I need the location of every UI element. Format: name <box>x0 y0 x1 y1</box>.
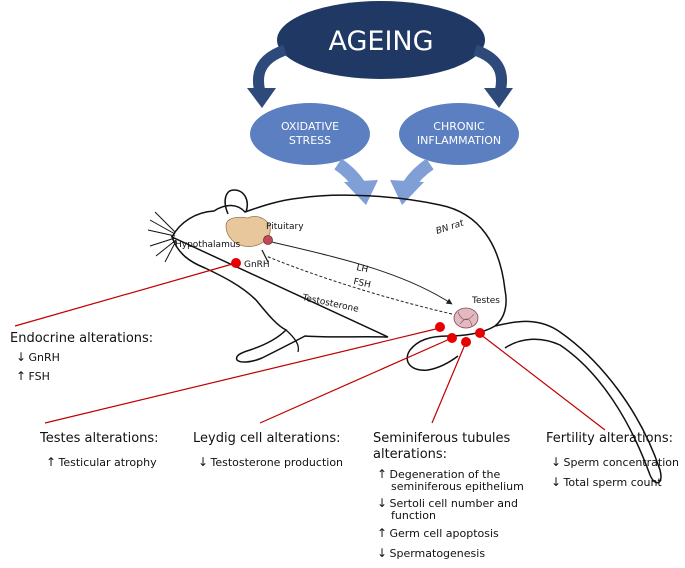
leydig-item-1: ↓ Testosterone production <box>198 455 343 469</box>
rat-ear <box>224 189 248 215</box>
ageing-arrowhead-left <box>247 88 276 108</box>
stress-arrowhead-right <box>390 180 424 205</box>
up-arrow-icon: ↑ <box>377 467 388 481</box>
chronic-inflammation-ellipse <box>399 103 519 165</box>
ageing-arrow-left <box>253 44 288 94</box>
oxidative-stress-ellipse <box>250 103 370 165</box>
endocrine-item-text: FSH <box>28 370 50 383</box>
seminiferous-item-1-cont: seminiferous epithelium <box>391 480 524 493</box>
testes-item-1: ↑ Testicular atrophy <box>46 455 157 469</box>
seminiferous-item-text: Degeneration of the <box>389 468 501 481</box>
seminiferous-title-line2: alterations: <box>373 447 448 462</box>
marker-dot-fertility <box>475 328 485 338</box>
fertility-item-text: Sperm concentration <box>563 456 679 469</box>
oxidative-line2: STRESS <box>289 134 331 147</box>
pituitary-label: Pituitary <box>266 222 304 232</box>
down-arrow-icon: ↓ <box>16 350 27 364</box>
rat-body-outline <box>170 194 662 484</box>
testosterone-label: Testosterone <box>300 293 359 315</box>
marker-dot-seminiferous <box>461 337 471 347</box>
leader-testes <box>44 327 441 424</box>
lh-label: LH <box>355 263 369 275</box>
fertility-title: Fertility alterations: <box>546 431 674 446</box>
leader-lines <box>14 262 606 431</box>
fertility-item-2: ↓ Total sperm count <box>551 475 662 489</box>
hypothalamus-label: Hypothalamus <box>175 240 241 250</box>
seminiferous-item-4: ↓ Spermatogenesis <box>377 546 485 560</box>
endocrine-item-text: GnRH <box>28 351 60 364</box>
pituitary-shape <box>263 235 273 245</box>
up-arrow-icon: ↑ <box>377 526 388 540</box>
testes-item-text: Testicular atrophy <box>58 456 157 469</box>
seminiferous-item-text: Germ cell apoptosis <box>389 527 499 540</box>
seminiferous-item-text: Sertoli cell number and <box>389 497 518 510</box>
up-arrow-icon: ↑ <box>16 369 27 383</box>
seminiferous-item-2-cont: function <box>391 509 436 522</box>
rat-front-foot <box>285 329 300 353</box>
down-arrow-icon: ↓ <box>551 455 562 469</box>
endocrine-title: Endocrine alterations: <box>10 331 154 346</box>
leader-endocrine <box>14 262 237 327</box>
ageing-arrow-right <box>472 44 507 94</box>
testes-label: Testes <box>471 296 500 306</box>
fsh-label: FSH <box>352 277 371 290</box>
testes-alterations-title: Testes alterations: <box>40 431 159 446</box>
marker-dot-testes <box>435 322 445 332</box>
marker-dot-leydig <box>447 333 457 343</box>
ageing-label: AGEING <box>328 26 433 57</box>
down-arrow-icon: ↓ <box>198 455 209 469</box>
seminiferous-item-1: ↑ Degeneration of the <box>377 467 500 481</box>
leader-fertility <box>479 333 606 431</box>
seminiferous-title-line1: Seminiferous tubules <box>373 431 511 446</box>
leader-leydig <box>259 337 453 424</box>
inflammation-line2: INFLAMMATION <box>417 134 501 147</box>
testosterone-inhibit-bar <box>261 249 269 263</box>
down-arrow-icon: ↓ <box>551 475 562 489</box>
rat-whiskers <box>147 211 177 263</box>
up-arrow-icon: ↑ <box>46 455 57 469</box>
seminiferous-item-2: ↓ Sertoli cell number and <box>377 496 518 510</box>
fertility-item-1: ↓ Sperm concentration <box>551 455 679 469</box>
leydig-title: Leydig cell alterations: <box>193 431 341 446</box>
leader-seminiferous <box>431 341 467 424</box>
ageing-ellipse <box>277 1 485 79</box>
down-arrow-icon: ↓ <box>377 496 388 510</box>
testes-shape <box>453 307 479 329</box>
lh-fsh-arrow <box>271 241 453 305</box>
down-arrow-icon: ↓ <box>377 546 388 560</box>
bn-rat-label: BN rat <box>435 218 466 236</box>
testes-tubules <box>457 311 475 327</box>
ageing-arrowhead-right <box>484 88 513 108</box>
inflammation-line1: CHRONIC <box>433 120 485 133</box>
endocrine-item-2: ↑ FSH <box>16 369 50 383</box>
endocrine-item-1: ↓ GnRH <box>16 350 60 364</box>
marker-dot-endocrine <box>231 258 241 268</box>
seminiferous-item-3: ↑ Germ cell apoptosis <box>377 526 499 540</box>
testosterone-arrow <box>265 255 453 315</box>
seminiferous-item-text: Spermatogenesis <box>389 547 486 560</box>
gnrh-label: GnRH <box>244 260 270 270</box>
stress-arrowhead-left <box>344 180 378 205</box>
fertility-item-text: Total sperm count <box>563 476 662 489</box>
oxidative-line1: OXIDATIVE <box>281 120 339 133</box>
leydig-item-text: Testosterone production <box>210 456 344 469</box>
